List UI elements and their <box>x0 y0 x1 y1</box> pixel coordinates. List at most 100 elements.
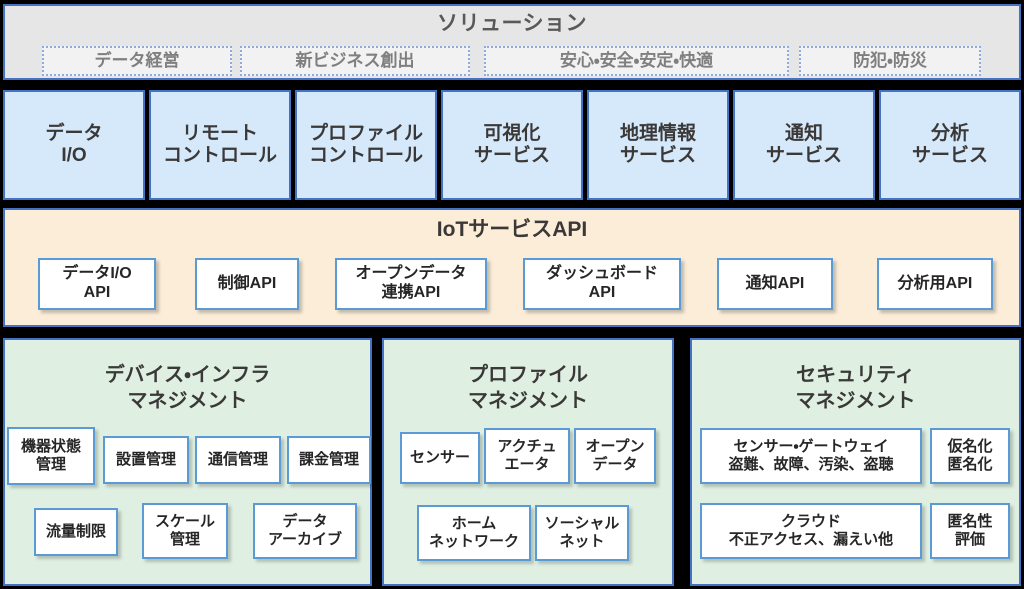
management-item-data-archive[interactable]: データ アーカイブ <box>253 503 357 559</box>
management-item-line1: 仮名化 <box>947 438 993 456</box>
management-item-anonymity-assessment[interactable]: 匿名性 評価 <box>930 503 1010 559</box>
api-label-line1: オープンデータ <box>355 265 467 283</box>
api-label-line1: ダッシュボード <box>545 265 658 283</box>
solution-item-new-business[interactable]: 新ビジネス創出 <box>240 46 470 76</box>
management-panel-title: プロファイル マネジメント <box>384 362 672 414</box>
management-panel-profile: プロファイル マネジメント センサー アクチュ エータ オープン データ ホーム… <box>382 338 674 586</box>
management-item-line2: 不正アクセス、漏えい他 <box>728 531 894 548</box>
api-box-open-data-linkage[interactable]: オープンデータ 連携API <box>335 258 487 310</box>
management-item-line1: 設置管理 <box>115 451 176 469</box>
management-item-line2: 匿名化 <box>947 456 993 473</box>
management-item-line2: 管理 <box>169 531 200 548</box>
management-item-line2: ネットワーク <box>428 533 519 550</box>
service-label-line2: サービス <box>765 145 842 166</box>
solution-item-safety-comfort[interactable]: 安心・安全・安定・快適 <box>484 46 789 76</box>
management-item-line1: 通信管理 <box>207 451 268 469</box>
service-label-line2: コントロール <box>308 145 423 166</box>
management-item-line1: アクチュ <box>497 438 557 456</box>
service-box-profile-control[interactable]: プロファイル コントロール <box>295 90 437 200</box>
solution-item-label: 新ビジネス創出 <box>295 50 415 70</box>
management-item-line1: 機器状態 <box>20 438 81 456</box>
api-label-line1: 分析用API <box>897 274 973 292</box>
management-item-line1: クラウド <box>780 513 841 531</box>
api-box-control[interactable]: 制御API <box>195 258 299 310</box>
api-label-line2: API <box>83 284 111 301</box>
service-label-line2: I/O <box>61 145 87 166</box>
management-title-line1: デバイス・インフラ <box>104 364 271 386</box>
management-item-rate-limit[interactable]: 流量制限 <box>34 508 118 556</box>
service-label-line1: リモート <box>181 122 258 144</box>
service-label-line2: コントロール <box>162 145 277 166</box>
service-box-remote-control[interactable]: リモート コントロール <box>149 90 291 200</box>
management-item-social-net[interactable]: ソーシャル ネット <box>535 505 629 561</box>
service-box-geographic-information[interactable]: 地理情報 サービス <box>587 90 729 200</box>
solution-item-label: データ経営 <box>94 50 180 70</box>
api-box-analytics[interactable]: 分析用API <box>877 258 993 310</box>
service-label-line1: 通知 <box>784 122 823 144</box>
management-item-line1: 課金管理 <box>298 451 359 469</box>
management-item-line1: ホーム <box>451 515 497 533</box>
api-box-notification[interactable]: 通知API <box>717 258 833 310</box>
service-box-notification[interactable]: 通知 サービス <box>733 90 875 200</box>
service-label-line1: データ <box>45 122 103 144</box>
management-item-billing[interactable]: 課金管理 <box>287 436 371 484</box>
management-item-line2: データ <box>592 456 638 473</box>
management-title-line1: プロファイル <box>468 364 588 386</box>
solution-layer-title: ソリューション <box>436 11 588 35</box>
api-label-line1: データI/O <box>62 265 132 283</box>
management-item-actuator[interactable]: アクチュ エータ <box>484 428 570 484</box>
management-item-line1: ソーシャル <box>544 515 620 533</box>
management-panel-title: セキュリティ マネジメント <box>692 362 1019 414</box>
solution-item-label: 安心・安全・安定・快適 <box>559 50 714 70</box>
management-item-line2: 盗難、故障、汚染、盗聴 <box>728 456 894 473</box>
management-item-cloud-threats[interactable]: クラウド 不正アクセス、漏えい他 <box>700 503 922 559</box>
management-item-communication[interactable]: 通信管理 <box>195 436 281 484</box>
management-panel-title: デバイス・インフラ マネジメント <box>5 362 370 414</box>
api-box-data-io[interactable]: データI/O API <box>38 258 156 310</box>
management-item-installation[interactable]: 設置管理 <box>103 436 189 484</box>
management-item-line1: データ <box>282 513 328 531</box>
service-label-line1: 可視化 <box>483 122 541 144</box>
management-item-pseudonymization[interactable]: 仮名化 匿名化 <box>930 428 1010 484</box>
management-item-line2: アーカイブ <box>267 531 343 548</box>
management-item-scale[interactable]: スケール 管理 <box>142 503 228 559</box>
service-label-line1: 分析 <box>930 122 969 144</box>
service-label-line1: プロファイル <box>308 122 423 144</box>
management-item-line2: ネット <box>559 533 605 550</box>
solution-layer-panel: ソリューション データ経営 新ビジネス創出 安心・安全・安定・快適 防犯・防災 <box>3 4 1021 80</box>
service-box-data-io[interactable]: データ I/O <box>3 90 145 200</box>
api-label-line1: 制御API <box>217 274 277 292</box>
management-panel-security: セキュリティ マネジメント センサー・ゲートウェイ 盗難、故障、汚染、盗聴 仮名… <box>690 338 1021 586</box>
management-item-line1: 匿名性 <box>947 513 993 531</box>
management-item-sensor[interactable]: センサー <box>400 432 480 484</box>
management-item-line2: 管理 <box>35 456 66 473</box>
service-label-line2: サービス <box>473 145 550 166</box>
management-item-line2: 評価 <box>954 531 985 548</box>
management-title-line2: マネジメント <box>795 390 916 412</box>
service-box-analytics[interactable]: 分析 サービス <box>879 90 1021 200</box>
solution-item-data-management[interactable]: データ経営 <box>42 46 232 76</box>
api-label-line1: 通知API <box>745 274 805 292</box>
solution-item-label: 防犯・防災 <box>853 50 927 70</box>
management-item-line2: エータ <box>504 456 550 473</box>
management-item-sensor-gateway-threats[interactable]: センサー・ゲートウェイ 盗難、故障、汚染、盗聴 <box>700 428 922 484</box>
service-label-line2: サービス <box>619 145 696 166</box>
api-label-line2: 連携API <box>381 284 441 301</box>
service-label-line2: サービス <box>911 145 988 166</box>
management-item-line1: 流量制限 <box>45 523 106 541</box>
service-label-line1: 地理情報 <box>619 122 696 144</box>
service-box-visualization[interactable]: 可視化 サービス <box>441 90 583 200</box>
management-item-line1: センサー <box>409 449 470 467</box>
api-box-dashboard[interactable]: ダッシュボード API <box>523 258 681 310</box>
management-item-line1: センサー・ゲートウェイ <box>733 438 889 456</box>
management-item-open-data[interactable]: オープン データ <box>574 428 656 484</box>
api-layer-panel: IoTサービスAPI データI/O API 制御API オープンデータ 連携AP… <box>3 208 1021 327</box>
solution-item-crime-disaster-prevention[interactable]: 防犯・防災 <box>799 46 981 76</box>
management-title-line1: セキュリティ <box>796 364 915 386</box>
management-item-line1: スケール <box>154 513 215 531</box>
management-title-line2: マネジメント <box>468 390 588 412</box>
management-item-home-network[interactable]: ホーム ネットワーク <box>417 505 531 561</box>
management-item-device-status[interactable]: 機器状態 管理 <box>7 427 95 485</box>
management-panel-device-infra: デバイス・インフラ マネジメント 機器状態 管理 設置管理 通信管理 課金管理 … <box>3 338 372 586</box>
